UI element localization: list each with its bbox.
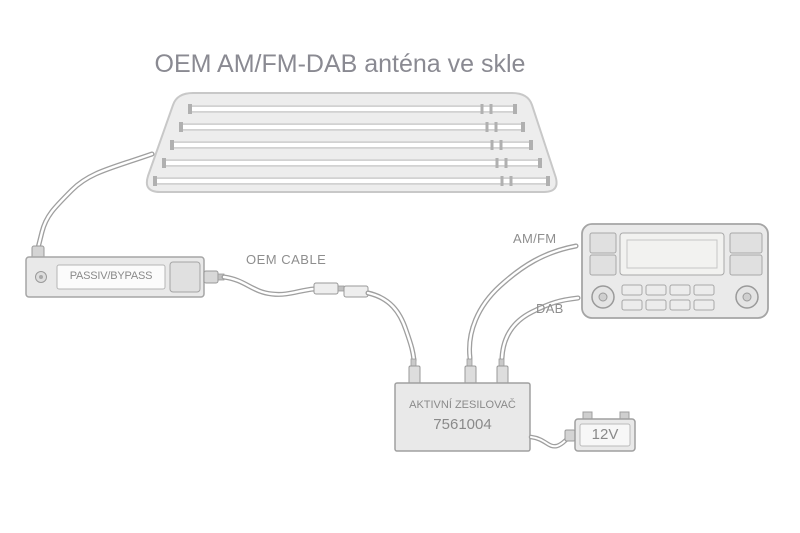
power-supply — [528, 411, 636, 452]
antenna-element-lines — [153, 104, 550, 186]
radio-preset-buttons — [621, 284, 715, 311]
page-title: OEM AM/FM-DAB anténa ve skle — [154, 50, 526, 78]
power-plug — [564, 429, 576, 442]
bypass-module — [25, 256, 225, 298]
amplifier-name: AKTIVNÍ ZESILOVAČ — [409, 399, 516, 411]
amplifier-plugs — [408, 358, 509, 385]
radio-button-right-top — [729, 232, 763, 254]
radio-head-unit — [581, 223, 769, 319]
power-label: 12V — [591, 426, 619, 443]
oem-cable — [221, 274, 417, 363]
radio-button-left-bottom — [589, 254, 617, 276]
amplifier — [394, 358, 531, 452]
bypass-module-label: PASSIV/BYPASS — [69, 270, 153, 282]
bypass-label-plate — [56, 264, 166, 290]
antenna-lead-cable — [31, 151, 155, 260]
bypass-output-connector — [203, 270, 219, 284]
antenna-glass — [145, 92, 558, 193]
dab-label: DAB — [536, 301, 564, 316]
amplifier-part-number: 7561004 — [433, 416, 492, 433]
dab-cable — [499, 295, 581, 361]
am-fm-label: AM/FM — [513, 231, 557, 246]
radio-button-right-bottom — [729, 254, 763, 276]
oem-cable-label: OEM CABLE — [246, 252, 327, 267]
amplifier-box — [394, 382, 531, 452]
cable-connector-male — [343, 285, 369, 298]
cable-connector-female — [313, 282, 339, 295]
radio-button-left-top — [589, 232, 617, 254]
am-fm-cable — [467, 243, 579, 361]
radio-display — [619, 232, 725, 276]
bypass-side-block — [169, 261, 201, 293]
